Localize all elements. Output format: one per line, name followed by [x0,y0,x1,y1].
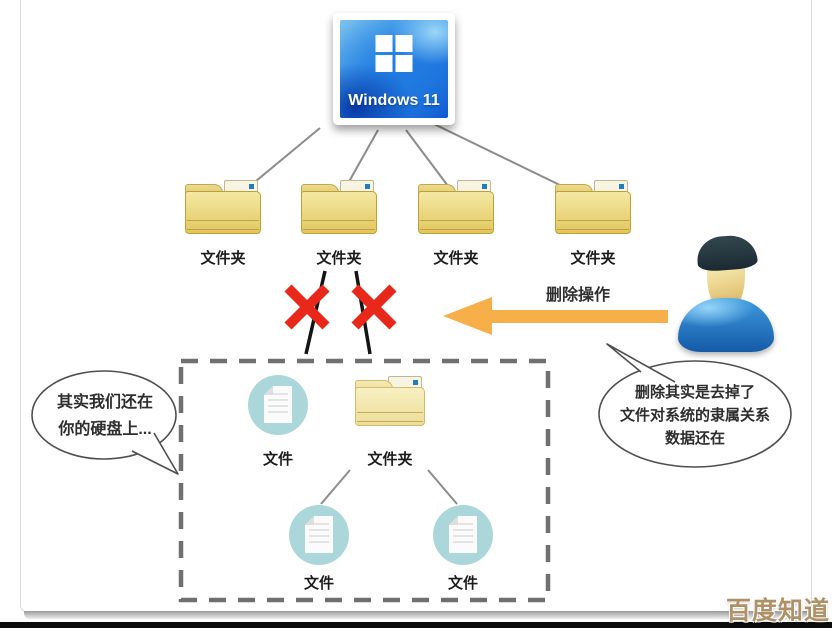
windows-logo-icon [375,35,413,72]
bottom-edge-bar [0,622,832,628]
windows-logo-square [375,55,393,72]
file-icon [289,505,349,565]
x-mark-icon [351,284,397,330]
folder-icon [418,180,494,234]
x-mark-icon [284,284,330,330]
folder-icon [301,180,377,234]
disk-speech-bubble [31,370,179,475]
tree-line-1 [249,127,321,187]
file-label: 文件 [303,575,334,592]
user-icon [678,232,774,352]
disk-bubble-line: 其实我们还在 [56,394,153,411]
document-fold [449,516,458,525]
windows11-wallpaper: Windows 11 [340,20,448,118]
disk-bubble-line: 你的硬盘上... [58,421,152,438]
folder-icon [185,180,261,234]
folder-tag-dot [619,184,624,189]
folder-tag-dot [413,380,418,385]
file-label: 文件 [262,451,293,468]
folder-label: 文件夹 [316,250,362,267]
folder-label: 文件夹 [200,250,246,267]
person-speech-bubble [598,343,792,468]
deleted-area-dashed-box [178,358,551,603]
page-card-shadow [24,611,808,619]
person-bubble-line: 删除其实是去掉了 [634,384,755,401]
folder-label: 文件夹 [367,451,413,468]
file-icon [248,375,308,435]
folder-body [555,191,631,234]
windows11-card: Windows 11 [333,13,455,125]
tree-line-2 [345,129,379,188]
file-icon [433,505,493,565]
windows-logo-square [395,35,413,52]
inner-tree-line-1 [320,469,351,505]
document-fold [264,386,273,395]
folder-tag-dot [249,184,254,189]
file-label: 文件 [447,575,478,592]
folder-body [355,387,425,426]
person-bubble-line: 文件对系统的隶属关系 [619,407,770,424]
delete-arrow-label: 删除操作 [545,287,610,304]
watermark: 百度知道 [725,597,830,625]
folder-icon [555,180,631,234]
folder-tag-dot [365,184,370,189]
windows-logo-square [395,55,413,72]
folder-body [301,191,377,234]
windows11-title: Windows 11 [348,92,440,109]
folder-tag-dot [482,184,487,189]
user-body [678,298,774,352]
person-speech-bubble-text: 删除其实是去掉了 文件对系统的隶属关系 数据还在 [605,381,785,450]
folder-body [418,191,494,234]
windows-logo-square [375,35,393,52]
document-fold [305,516,314,525]
tree-line-3 [405,129,449,187]
folder-body [185,191,261,234]
inner-tree-line-2 [427,469,458,505]
folder-label: 文件夹 [433,250,479,267]
folder-icon [355,376,425,426]
arrow-left-icon [443,297,668,335]
person-bubble-line: 数据还在 [664,430,725,447]
disk-speech-bubble-text: 其实我们还在 你的硬盘上... [39,389,171,443]
tree-line-4 [433,123,567,189]
folder-label: 文件夹 [570,250,616,267]
user-hair [695,233,759,273]
